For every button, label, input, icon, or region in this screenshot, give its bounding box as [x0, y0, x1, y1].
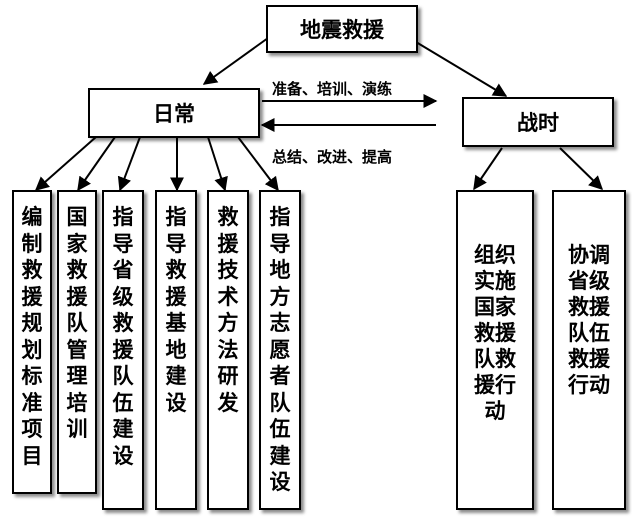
arrow-wartime-to-item-1 [473, 147, 503, 191]
arrow-daily-to-item-3 [117, 136, 141, 192]
wartime-item-1: 组织实施国家救援队救援行动 [456, 190, 534, 510]
edge-label-backward: 总结、改进、提高 [272, 148, 393, 166]
arrow-wartime-to-item-2 [559, 147, 604, 190]
daily-node: 日常 [88, 88, 260, 138]
arrow-daily-to-item-2 [77, 136, 116, 192]
daily-item-4-label: 指导救援基地建设 [165, 205, 187, 415]
daily-item-1: 编制救援规划标准项目 [12, 190, 52, 494]
daily-item-2-label: 国家救援队管理培训 [66, 205, 88, 441]
arrow-root-to-daily [202, 37, 269, 85]
daily-item-2: 国家救援队管理培训 [57, 190, 97, 494]
arrow-daily-to-item-1 [34, 136, 97, 191]
daily-node-label: 日常 [153, 102, 195, 126]
wartime-node-label: 战时 [517, 111, 559, 135]
wartime-item-2-label: 协调省级救援队伍救援行动 [568, 243, 610, 397]
root-node: 地震救援 [266, 5, 418, 53]
daily-item-1-label: 编制救援规划标准项目 [21, 205, 43, 468]
arrow-daily-to-item-5 [207, 136, 228, 192]
daily-item-5: 救援技术方法研发 [207, 190, 249, 510]
root-node-label: 地震救援 [300, 18, 384, 42]
daily-item-5-label: 救援技术方法研发 [217, 205, 239, 415]
daily-item-4: 指导救援基地建设 [155, 190, 197, 510]
daily-item-3: 指导省级救援队伍建设 [102, 190, 144, 510]
wartime-node: 战时 [462, 97, 614, 147]
daily-item-6: 指导地方志愿者队伍建设 [259, 190, 301, 510]
daily-item-3-label: 指导省级救援队伍建设 [112, 205, 134, 468]
wartime-item-2: 协调省级救援队伍救援行动 [552, 190, 626, 510]
edge-label-forward: 准备、培训、演练 [272, 80, 393, 98]
arrow-root-to-wartime [415, 41, 508, 97]
wartime-item-1-label: 组织实施国家救援队救援行动 [474, 243, 516, 423]
arrow-daily-to-item-6 [237, 136, 279, 192]
daily-item-6-label: 指导地方志愿者队伍建设 [269, 205, 291, 494]
